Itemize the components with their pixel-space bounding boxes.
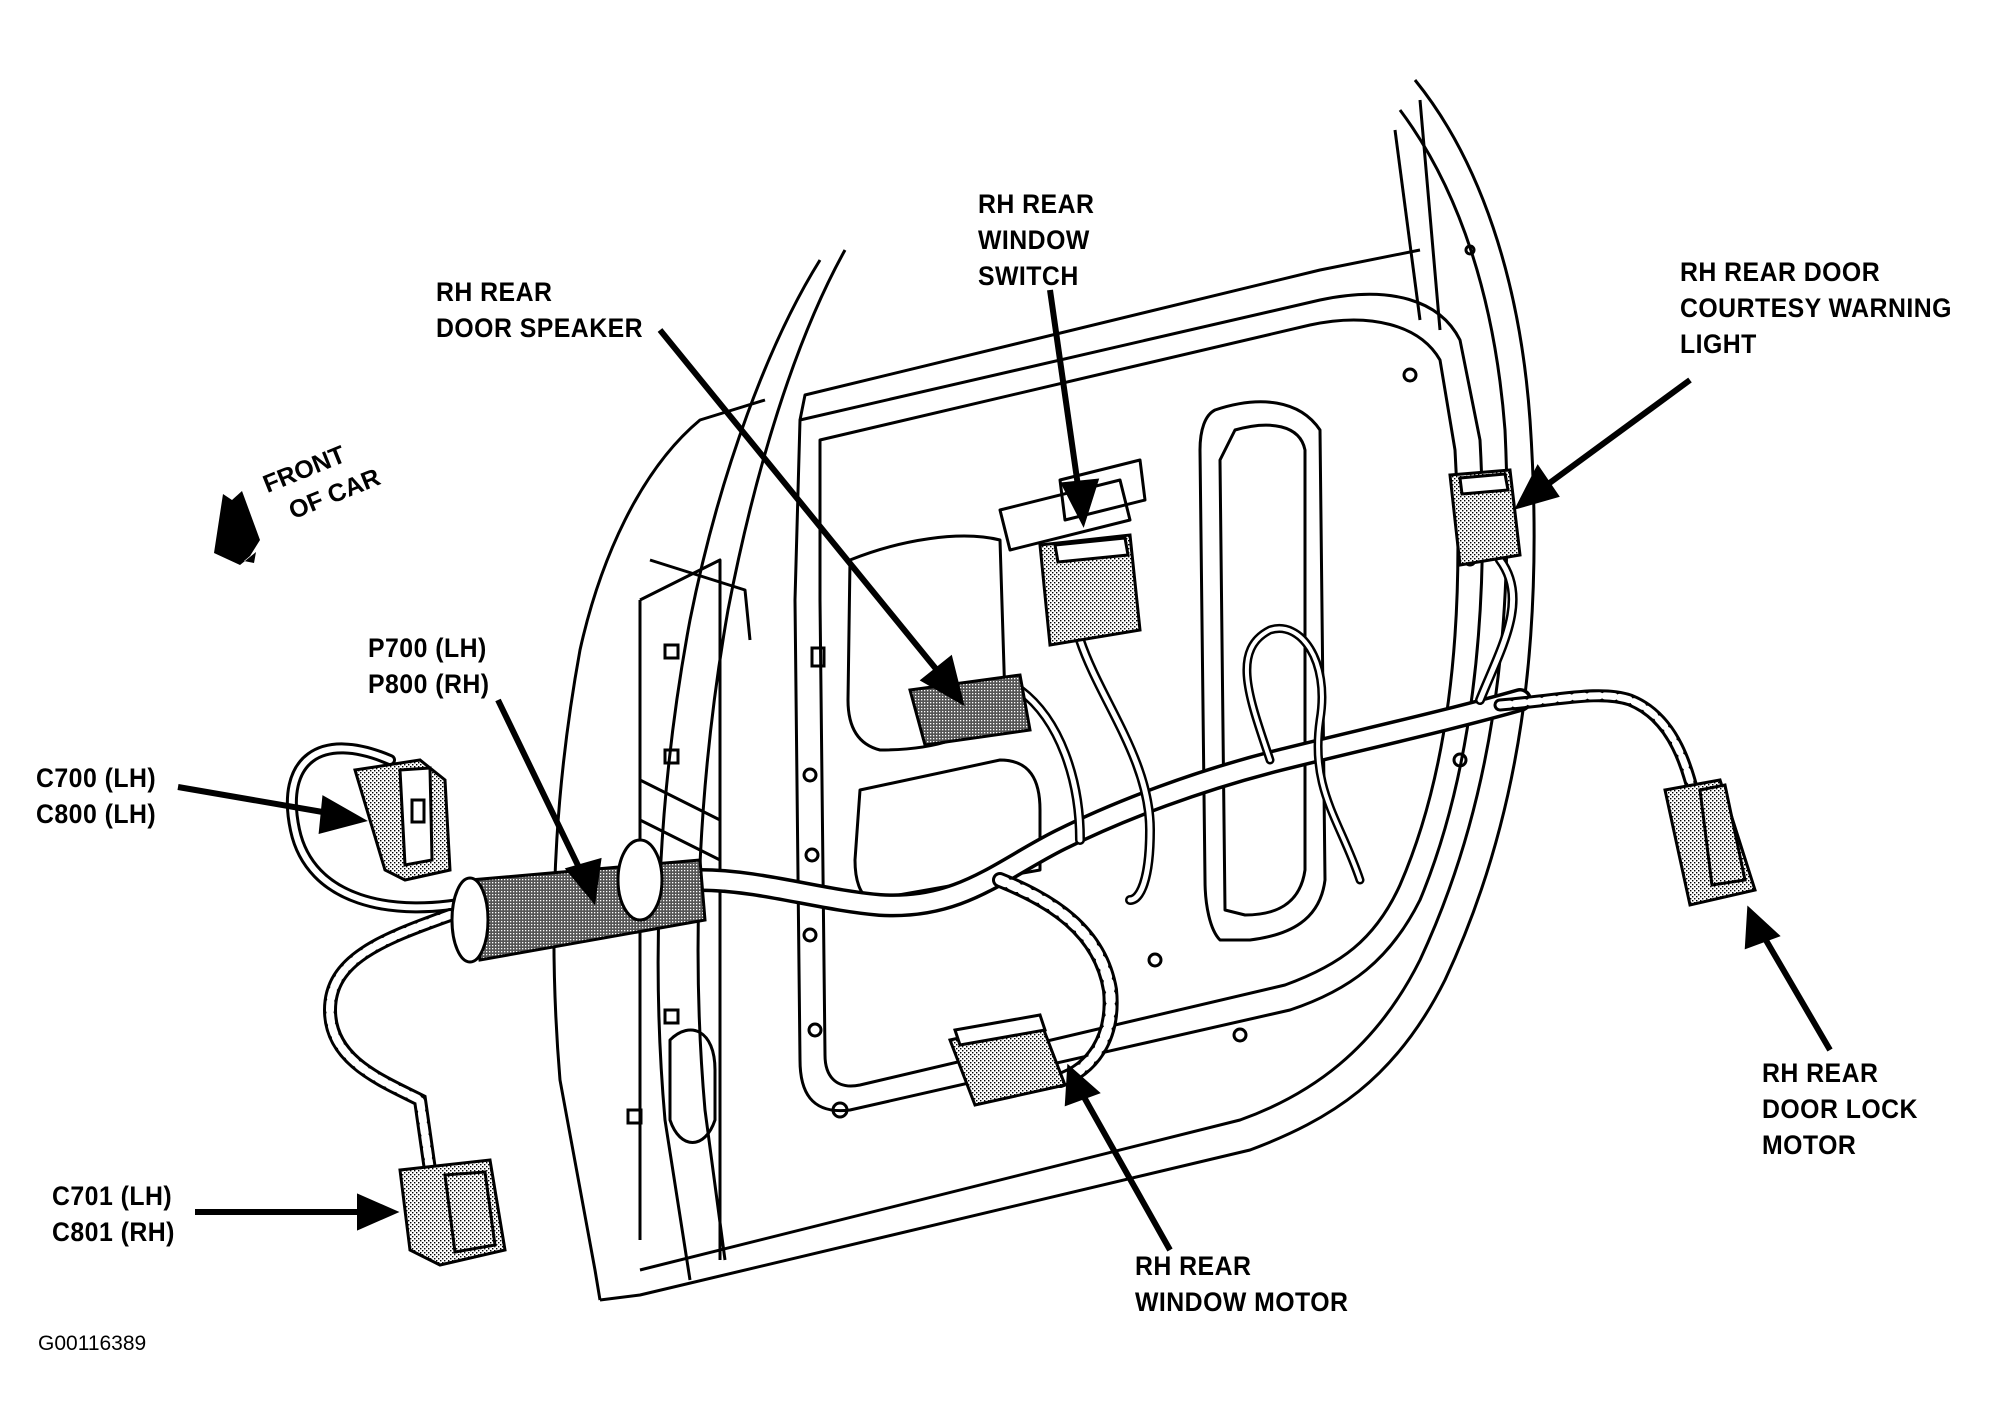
callout-c701: C701 (LH) C801 (RH) [52,1178,175,1250]
callout-line: C701 (LH) [52,1181,173,1211]
callout-line: P800 (RH) [368,669,490,699]
arrow-window-motor [1077,1088,1173,1252]
mounting-holes [626,244,1477,1125]
callout-line: C700 (LH) [36,763,157,793]
callout-line: LIGHT [1680,329,1757,359]
callout-line: COURTESY WARNING [1680,293,1952,323]
connector-c701 [398,1158,507,1267]
component-speaker-connector [908,673,1032,747]
callout-line: WINDOW MOTOR [1135,1287,1349,1317]
figure-id: G00116389 [38,1332,147,1355]
arrow-switch [1047,289,1083,501]
wiring-harness [285,495,1707,1177]
arrow-courtesy-light [1538,377,1692,493]
leader-arrows [177,289,1833,1252]
arrow-c700 [177,784,341,818]
callout-line: DOOR SPEAKER [436,313,644,343]
callout-line: RH REAR [436,277,553,307]
callout-line: SWITCH [978,261,1079,291]
arrow-speaker [657,328,948,682]
component-window-motor-connector [947,1013,1068,1107]
callout-p-connector: P700 (LH) P800 (RH) [368,630,489,702]
arrow-p-connector [495,698,588,882]
callout-line: C800 (LH) [36,799,157,829]
callout-window-switch: RH REAR WINDOW SWITCH [978,186,1094,294]
callout-c700: C700 (LH) C800 (LH) [36,760,156,832]
callout-line: DOOR LOCK [1762,1094,1918,1124]
callout-line: RH REAR [978,189,1095,219]
callout-courtesy-light: RH REAR DOOR COURTESY WARNING LIGHT [1680,254,1952,362]
callout-lock-motor: RH REAR DOOR LOCK MOTOR [1762,1055,1918,1163]
grommet-boot [450,838,707,964]
callout-line: P700 (LH) [368,633,487,663]
component-lock-motor-connector [1663,778,1757,907]
callout-door-speaker: RH REAR DOOR SPEAKER [436,274,643,346]
callout-line: RH REAR [1135,1251,1252,1281]
component-courtesy-light [1448,468,1522,567]
component-window-switch [1038,533,1142,647]
callout-line: RH REAR [1762,1058,1879,1088]
connector-c700 [353,758,452,882]
callout-line: MOTOR [1762,1130,1857,1160]
callout-line: RH REAR DOOR [1680,257,1881,287]
callout-line: WINDOW [978,225,1090,255]
front-of-car-arrow-icon [214,491,260,565]
arrow-lock-motor [1757,928,1833,1052]
callout-window-motor: RH REAR WINDOW MOTOR [1135,1248,1348,1320]
callout-line: C801 (RH) [52,1217,175,1247]
